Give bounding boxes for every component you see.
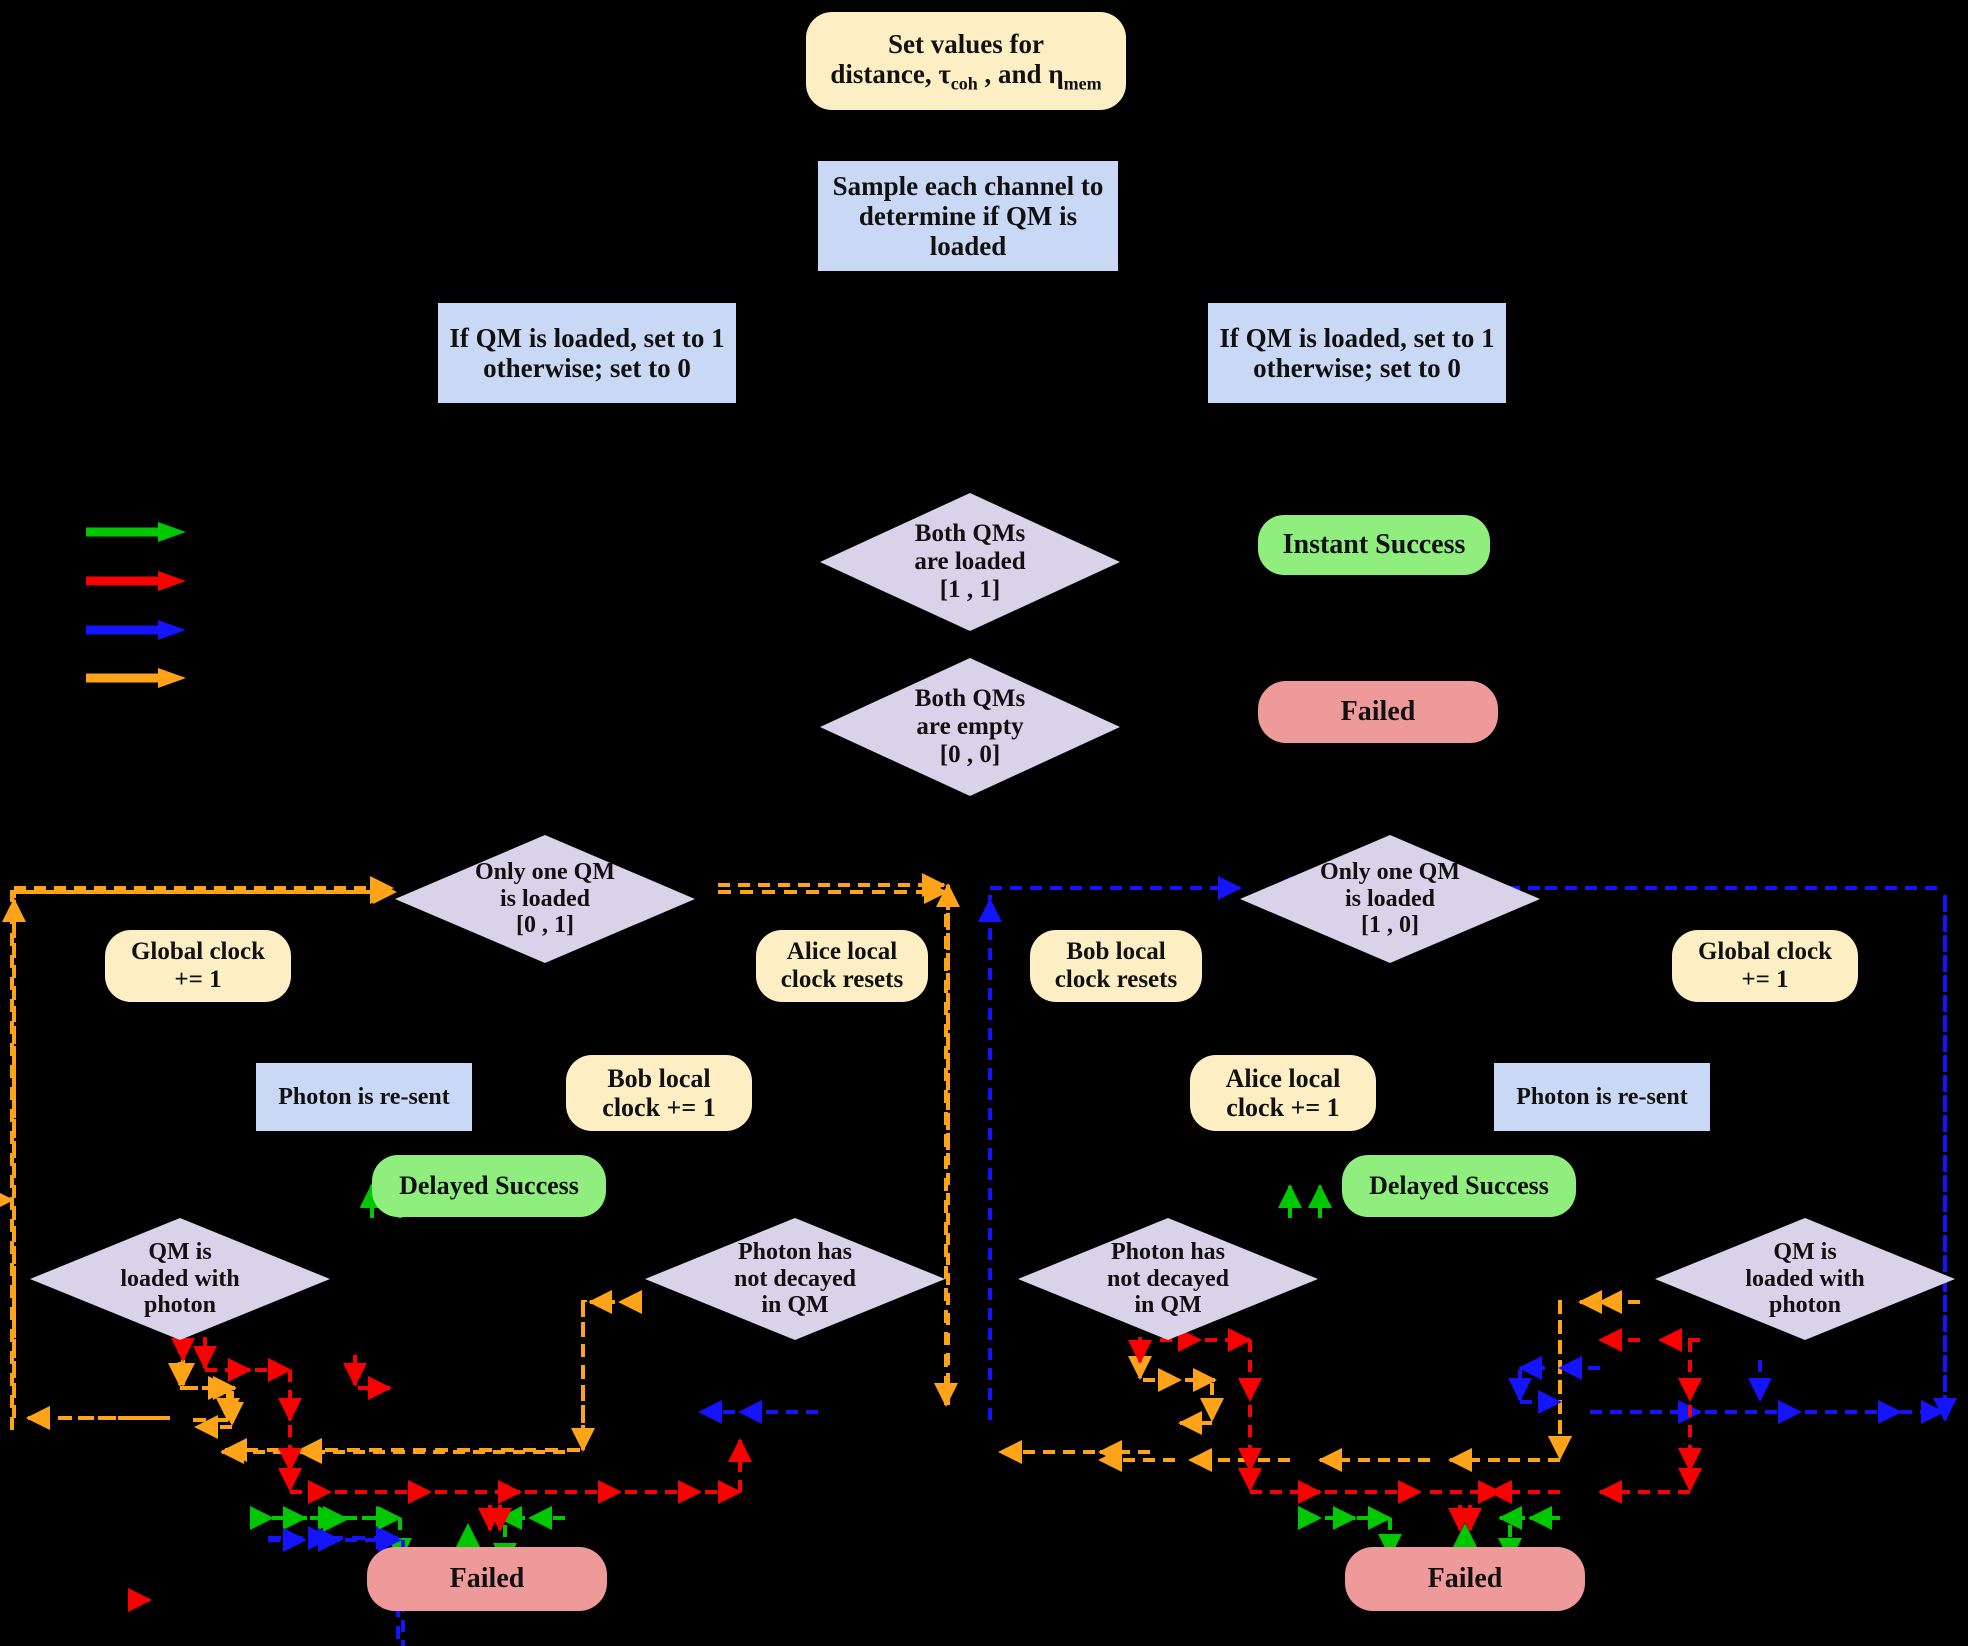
node-photon-not-decayed-left[interactable]: Photon has not decayed in QM (645, 1218, 945, 1340)
diamond-label: Photon has not decayed in QM (645, 1218, 945, 1340)
tau-symbol: τ (938, 58, 951, 89)
photon-decay-right-line1: Photon has (1110, 1238, 1226, 1265)
diamond-label: QM is loaded with photon (1655, 1218, 1955, 1340)
qm-loaded-right-line3: photon (1768, 1292, 1842, 1319)
node-sample-each-channel[interactable]: Sample each channel to determine if QM i… (818, 161, 1118, 271)
node-if-qm-loaded-left[interactable]: If QM is loaded, set to 1 otherwise; set… (438, 303, 736, 403)
node-delayed-success-right[interactable]: Delayed Success (1342, 1155, 1576, 1217)
node-both-qms-empty[interactable]: Both QMs are empty [0 , 0] (820, 658, 1120, 796)
node-if-qm-loaded-right[interactable]: If QM is loaded, set to 1 otherwise; set… (1208, 303, 1506, 403)
global-clock-left-line2: += 1 (174, 966, 222, 993)
qm-loaded-left-line1: QM is (148, 1238, 212, 1265)
only-one-left-line3: [0 , 1] (516, 912, 574, 939)
node-failed-top[interactable]: Failed (1258, 681, 1498, 743)
diamond-label: QM is loaded with photon (30, 1218, 330, 1340)
only-one-left-line1: Only one QM (474, 858, 615, 885)
node-bob-clock-resets[interactable]: Bob local clock resets (1030, 930, 1202, 1002)
node-failed-bottom-right[interactable]: Failed (1345, 1547, 1585, 1611)
set-values-line2-a: distance, (830, 58, 939, 89)
both-loaded-line2: are loaded (914, 548, 1026, 575)
bob-clock-inc-line1: Bob local (607, 1063, 711, 1093)
both-empty-line3: [0 , 0] (939, 741, 1001, 768)
alice-clock-inc-line1: Alice local (1225, 1063, 1341, 1093)
alice-resets-line1: Alice local (786, 938, 898, 965)
only-one-right-line2: is loaded (1344, 885, 1435, 912)
node-only-one-qm-right[interactable]: Only one QM is loaded [1 , 0] (1240, 835, 1540, 963)
node-photon-not-decayed-right[interactable]: Photon has not decayed in QM (1018, 1218, 1318, 1340)
node-instant-success[interactable]: Instant Success (1258, 515, 1490, 575)
alice-resets-line2: clock resets (780, 966, 904, 993)
qm-loaded-right-line2: loaded with (1745, 1265, 1865, 1292)
node-bob-clock-increment[interactable]: Bob local clock += 1 (566, 1055, 752, 1131)
photon-decay-left-line3: in QM (761, 1292, 829, 1319)
legend-orange-arrow (86, 668, 186, 688)
photon-decay-right-line3: in QM (1134, 1292, 1202, 1319)
eta-symbol: η (1048, 58, 1064, 89)
legend-arrows-svg (86, 522, 186, 688)
bob-resets-line2: clock resets (1054, 966, 1178, 993)
legend-green-arrow (86, 522, 186, 542)
node-alice-clock-resets[interactable]: Alice local clock resets (756, 930, 928, 1002)
both-empty-line2: are empty (916, 713, 1024, 740)
qm-loaded-left-line2: loaded with (120, 1265, 240, 1292)
photon-decay-right-line2: not decayed (1107, 1265, 1229, 1292)
global-clock-right-line1: Global clock (1697, 938, 1833, 965)
arrow-legend (80, 520, 210, 700)
node-photon-resent-right[interactable]: Photon is re-sent (1494, 1063, 1710, 1131)
set-values-line2-b: , and (977, 58, 1049, 89)
diamond-label: Only one QM is loaded [0 , 1] (395, 835, 695, 963)
node-only-one-qm-left[interactable]: Only one QM is loaded [0 , 1] (395, 835, 695, 963)
legend-blue-arrow (86, 620, 186, 640)
set-values-line1: Set values for (888, 28, 1044, 59)
both-loaded-line3: [1 , 1] (939, 576, 1001, 603)
diamond-label: Both QMs are loaded [1 , 1] (820, 493, 1120, 631)
photon-decay-left-line1: Photon has (737, 1238, 853, 1265)
node-alice-clock-increment[interactable]: Alice local clock += 1 (1190, 1055, 1376, 1131)
both-empty-line1: Both QMs (914, 685, 1026, 712)
node-failed-bottom-left[interactable]: Failed (367, 1547, 607, 1611)
global-clock-right-line2: += 1 (1741, 966, 1789, 993)
node-delayed-success-left[interactable]: Delayed Success (372, 1155, 606, 1217)
bob-clock-inc-line2: clock += 1 (602, 1093, 716, 1122)
node-set-values[interactable]: Set values for distance, τcoh , and ηmem (806, 12, 1126, 110)
photon-decay-left-line2: not decayed (734, 1265, 856, 1292)
tau-subscript: coh (950, 73, 978, 94)
node-qm-loaded-photon-right[interactable]: QM is loaded with photon (1655, 1218, 1955, 1340)
only-one-right-line3: [1 , 0] (1361, 912, 1419, 939)
node-qm-loaded-photon-left[interactable]: QM is loaded with photon (30, 1218, 330, 1340)
node-both-qms-loaded[interactable]: Both QMs are loaded [1 , 1] (820, 493, 1120, 631)
node-global-clock-right[interactable]: Global clock += 1 (1672, 930, 1858, 1002)
only-one-right-line1: Only one QM (1319, 858, 1460, 885)
qm-loaded-left-line3: photon (143, 1292, 217, 1319)
diamond-label: Only one QM is loaded [1 , 0] (1240, 835, 1540, 963)
node-photon-resent-left[interactable]: Photon is re-sent (256, 1063, 472, 1131)
qm-loaded-right-line1: QM is (1773, 1238, 1837, 1265)
both-loaded-line1: Both QMs (914, 520, 1026, 547)
node-global-clock-left[interactable]: Global clock += 1 (105, 930, 291, 1002)
eta-subscript: mem (1063, 73, 1102, 94)
global-clock-left-line1: Global clock (130, 938, 266, 965)
alice-clock-inc-line2: clock += 1 (1226, 1093, 1340, 1122)
only-one-left-line2: is loaded (499, 885, 590, 912)
diamond-label: Both QMs are empty [0 , 0] (820, 658, 1120, 796)
legend-red-arrow (86, 571, 186, 591)
diamond-label: Photon has not decayed in QM (1018, 1218, 1318, 1340)
bob-resets-line1: Bob local (1066, 938, 1166, 965)
